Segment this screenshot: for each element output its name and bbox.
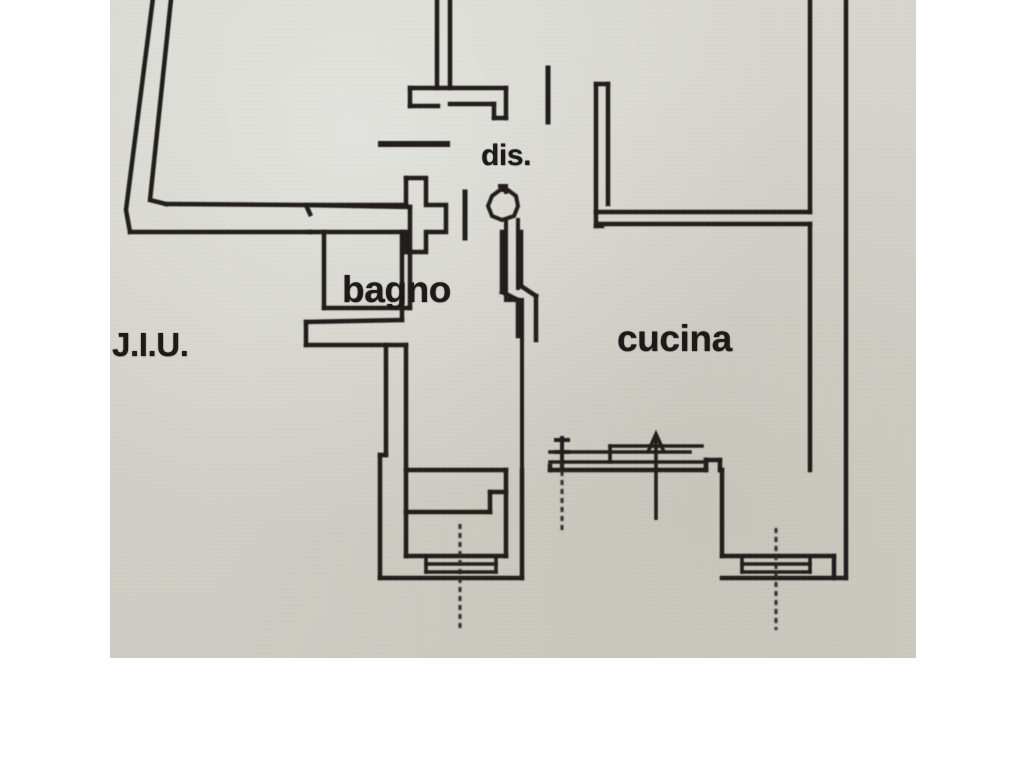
wall-outer-left: [123, 0, 174, 235]
wall-lower-bagno-block: [377, 452, 525, 581]
room-label-disimpegno: dis.: [481, 139, 532, 172]
room-label-bagno: bagno: [342, 269, 451, 310]
wall-outer-right: [831, 0, 849, 581]
balcony-rail-cucina: [548, 444, 704, 464]
wall-mid-horizontal: [303, 202, 413, 235]
fixture-sink-dis: [485, 184, 521, 223]
wall-cucina-north: [593, 0, 813, 473]
wall-bagno-enclosure: [303, 204, 413, 348]
arrow-up-cucina: [646, 429, 666, 520]
wall-pier-cross: [307, 175, 449, 255]
floorplan-drawing: [123, 0, 849, 630]
scanned-floorplan-image: J.I.U. bagno dis. cucina: [110, 0, 916, 658]
room-label-soggiorno: J.I.U.: [112, 326, 189, 363]
door-stop-marks: [462, 65, 551, 241]
wall-bagno-south: [377, 342, 409, 473]
pipe-dis-vertical: [504, 218, 524, 472]
wall-left-return: [127, 201, 313, 235]
wall-cucina-lower: [547, 457, 837, 581]
room-label-cucina: cucina: [617, 318, 732, 359]
wall-upper-central-pier: [407, 0, 509, 121]
